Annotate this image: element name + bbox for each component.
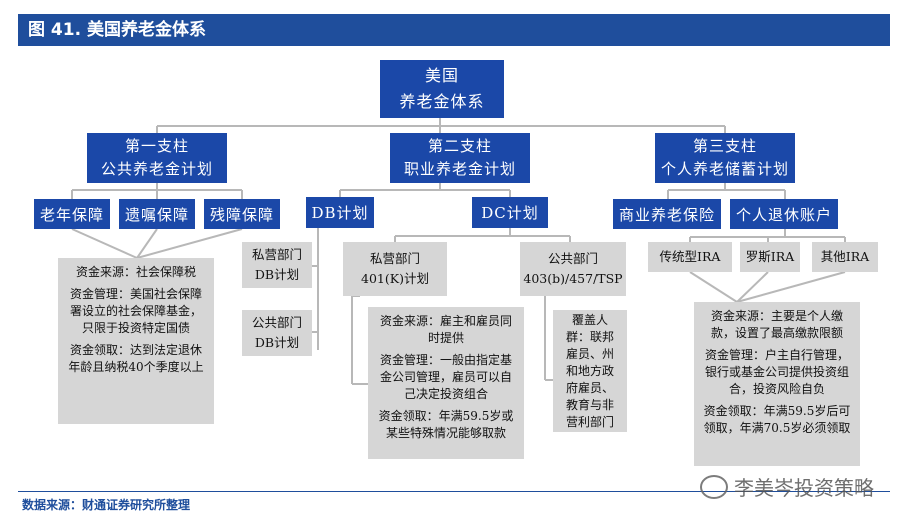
roth-ira-node: 罗斯IRA <box>740 242 800 272</box>
disability-security-node: 残障保障 <box>204 199 280 229</box>
dc-private-notes: 资金来源：雇主和雇员同时提供 资金管理：一般由指定基金公司管理，雇员可以自己决定… <box>368 307 524 459</box>
survivor-security-node: 遗嘱保障 <box>119 199 195 229</box>
traditional-ira-node: 传统型IRA <box>648 242 732 272</box>
dc-private-sector-node: 私营部门 401(K)计划 <box>343 242 447 296</box>
dc-public-notes: 覆盖人群：联邦雇员、州和地方政府雇员、教育与非营利部门 <box>553 310 627 432</box>
db-public-line2: DB计划 <box>254 335 300 350</box>
pillar-1-note-withdrawal: 资金领取：达到法定退休年龄且纳税40个季度以上 <box>68 343 204 374</box>
individual-retirement-account-node: 个人退休账户 <box>730 199 838 229</box>
wechat-icon <box>700 474 728 499</box>
watermark-text: 李美岑投资策略 <box>734 476 874 500</box>
dc-private-line1: 私营部门 <box>369 251 420 266</box>
pillar-1-notes: 资金来源：社会保障税 资金管理：美国社会保障署设立的社会保障基金，只限于投资特定… <box>58 258 214 424</box>
dc-private-line2: 401(K)计划 <box>361 271 429 286</box>
pillar-1-title: 第一支柱 <box>124 137 189 155</box>
pillar-1-node: 第一支柱 公共养老金计划 <box>87 133 227 183</box>
pillar-2-title: 第二支柱 <box>427 137 492 155</box>
pillar-1-subtitle: 公共养老金计划 <box>100 160 213 178</box>
dc-public-line2: 403(b)/457/TSP <box>523 271 623 286</box>
pillar-3-node: 第三支柱 个人养老储蓄计划 <box>655 133 795 183</box>
pillar-1-note-source: 资金来源：社会保障税 <box>75 265 196 279</box>
dc-public-note-coverage: 覆盖人群：联邦雇员、州和地方政府雇员、教育与非营利部门 <box>565 312 614 429</box>
db-plan-node: DB计划 <box>306 197 374 228</box>
pillar-3-subtitle: 个人养老储蓄计划 <box>660 160 789 178</box>
figure-title: 图 41. 美国养老金体系 <box>18 14 890 46</box>
pillar-3-note-management: 资金管理：户主自行管理，银行或基金公司提供投资组合，投资风险自负 <box>704 348 849 396</box>
pillar-3-title: 第三支柱 <box>692 137 757 155</box>
dc-private-note-withdrawal: 资金领取：年满59.5岁或某些特殊情况能够取款 <box>378 409 514 440</box>
db-private-line2: DB计划 <box>254 267 300 282</box>
dc-public-line1: 公共部门 <box>547 251 598 266</box>
pillar-3-note-source: 资金来源：主要是个人缴款，设置了最高缴款限额 <box>710 309 843 340</box>
old-age-security-node: 老年保障 <box>34 199 110 229</box>
dc-plan-node: DC计划 <box>472 197 548 228</box>
root-node: 美国 养老金体系 <box>380 60 504 118</box>
footer-divider <box>18 491 890 492</box>
db-private-sector-node: 私营部门 DB计划 <box>242 242 312 288</box>
dc-private-note-management: 资金管理：一般由指定基金公司管理，雇员可以自己决定投资组合 <box>379 353 512 401</box>
pillar-3-note-withdrawal: 资金领取：年满59.5岁后可领取，年满70.5岁必须领取 <box>703 404 851 435</box>
watermark: 李美岑投资策略 <box>700 472 874 501</box>
dc-private-note-source: 资金来源：雇主和雇员同时提供 <box>379 314 512 345</box>
root-label-line1: 美国 <box>424 66 459 85</box>
pillar-2-node: 第二支柱 职业养老金计划 <box>390 133 530 183</box>
other-ira-node: 其他IRA <box>812 242 878 272</box>
pillar-2-subtitle: 职业养老金计划 <box>403 160 516 178</box>
pillar-1-note-management: 资金管理：美国社会保障署设立的社会保障基金，只限于投资特定国债 <box>69 287 202 335</box>
dc-public-sector-node: 公共部门 403(b)/457/TSP <box>520 242 626 296</box>
data-source: 数据来源：财通证券研究所整理 <box>22 498 191 512</box>
pillar-3-notes: 资金来源：主要是个人缴款，设置了最高缴款限额 资金管理：户主自行管理，银行或基金… <box>694 302 860 466</box>
db-private-line1: 私营部门 <box>251 247 302 262</box>
db-public-line1: 公共部门 <box>251 315 302 330</box>
root-label-line2: 养老金体系 <box>399 92 485 111</box>
commercial-pension-insurance-node: 商业养老保险 <box>613 199 721 229</box>
db-public-sector-node: 公共部门 DB计划 <box>242 310 312 356</box>
